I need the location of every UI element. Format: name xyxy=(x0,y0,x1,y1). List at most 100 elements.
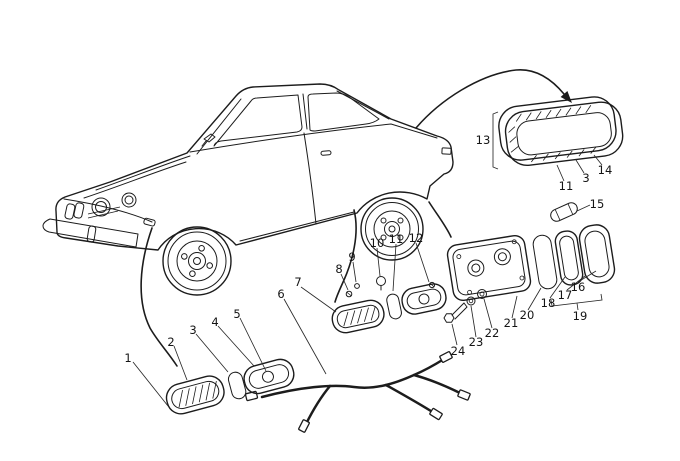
callout-11-label: 11 xyxy=(389,232,404,246)
sill-line xyxy=(239,211,355,242)
rear-lamp-gasket xyxy=(532,234,558,290)
callout-22-label: 22 xyxy=(485,326,500,340)
callout-15-label: 15 xyxy=(590,197,605,211)
callout-16-label: 16 xyxy=(571,280,586,294)
rear-lens-stack xyxy=(498,96,624,167)
harness-connector-bottom xyxy=(298,419,310,433)
rear-lug-1 xyxy=(397,234,404,241)
front-lug-4 xyxy=(198,245,205,252)
a-pillar-inner-line xyxy=(196,98,242,155)
callout-21-label: 21 xyxy=(504,316,519,330)
bulb-holder-right-inner xyxy=(497,252,507,262)
headlight-right-inner xyxy=(124,195,134,205)
mounting-bolt-shaft xyxy=(451,302,468,320)
reflector-inner xyxy=(559,235,579,281)
callout-19-label: 19 xyxy=(573,309,588,323)
callout-13-label: 13 xyxy=(476,133,491,147)
base-plate-outer xyxy=(446,234,532,302)
front-indicator-lamp-on-car xyxy=(143,217,156,227)
bulb-holder-right-outer xyxy=(493,248,511,266)
harness-branch-right xyxy=(412,373,464,396)
callout-6-label: 6 xyxy=(277,287,284,301)
festoon-bulb-body xyxy=(550,202,578,222)
washer-small-outer xyxy=(466,296,476,306)
side-lamp-housing xyxy=(401,283,447,315)
car-body-outline xyxy=(55,83,454,251)
callout-5-label: 5 xyxy=(233,307,240,321)
festoon-bulb-caps xyxy=(554,203,574,221)
rear-lens-bracket-13 xyxy=(492,111,499,170)
harness-branch-down-right xyxy=(384,383,436,415)
rear-lug-4 xyxy=(397,217,404,224)
side-lamp-screw-front-slot xyxy=(346,291,352,297)
side-lamp-screw-rear-slot xyxy=(429,282,435,288)
side-housing-outer xyxy=(401,283,447,315)
front-lamp-leaders xyxy=(132,317,267,407)
callout-9-label: 9 xyxy=(348,250,355,264)
front-gasket-outline xyxy=(227,371,247,400)
rear-window-line xyxy=(336,90,390,120)
rear-lens-exploded xyxy=(492,96,624,212)
front-lens-outer xyxy=(165,375,225,415)
bulb-holder-left-inner xyxy=(471,263,481,273)
front-lens-hatch xyxy=(178,380,217,408)
plate-hole-1 xyxy=(456,254,462,259)
side-gasket-outline xyxy=(386,293,402,320)
cable-rear-lens xyxy=(415,69,565,129)
side-lamp-leaders xyxy=(283,242,430,375)
front-hub-center xyxy=(193,257,201,265)
plate-hole-4 xyxy=(519,275,525,281)
harness-branch-down-left xyxy=(304,384,332,426)
front-hub xyxy=(188,252,206,270)
side-housing-inner xyxy=(406,288,442,310)
callout-2-label: 2 xyxy=(167,335,174,349)
side-lamp-screw-rear xyxy=(428,281,436,289)
rear-wheel xyxy=(360,197,424,261)
rear-tire-inner xyxy=(365,202,419,256)
callout-23-label: 23 xyxy=(469,335,484,349)
front-housing-inner xyxy=(248,364,290,389)
front-housing-outer xyxy=(243,358,295,395)
front-lamp-bulb xyxy=(261,370,274,383)
callout-8-label: 8 xyxy=(335,262,342,276)
beltline xyxy=(189,123,438,153)
callout-4-label: 4 xyxy=(211,315,218,329)
side-lamp-bulb xyxy=(376,276,386,286)
callout-10-label: 10 xyxy=(370,236,385,250)
rear-lens-leaders xyxy=(556,154,603,212)
front-rim xyxy=(176,240,218,282)
car-illustration xyxy=(42,83,454,296)
rear-lens-inner xyxy=(516,112,612,156)
callout-11b-label: 11 xyxy=(559,179,574,193)
headlight-right-outer xyxy=(121,192,137,208)
grille-slats xyxy=(87,206,121,219)
side-lamp-exploded xyxy=(283,242,447,375)
front-lens-inner xyxy=(171,380,220,410)
kidney-grille-left xyxy=(64,203,76,220)
side-lamp-screw-front xyxy=(345,290,353,298)
callout-20-label: 20 xyxy=(520,308,535,322)
mounting-bolt-head xyxy=(443,313,455,323)
rear-lug-3 xyxy=(380,217,387,224)
callout-17-label: 17 xyxy=(558,288,573,302)
rear-lug-2 xyxy=(380,234,387,241)
kidney-grille-right xyxy=(73,202,85,219)
front-tire-inner xyxy=(167,231,227,291)
rear-quarter-window xyxy=(307,92,380,132)
front-fender-line xyxy=(63,198,153,223)
cable-rear-lamp xyxy=(428,201,452,238)
front-wheel xyxy=(162,226,232,296)
front-lamp-housing xyxy=(243,358,295,395)
bumper-overrider xyxy=(86,225,97,243)
callout-numbers: 1 2 3 4 5 6 7 8 9 10 11 12 13 11 3 14 15… xyxy=(124,133,612,365)
rear-lens-hatch xyxy=(508,105,597,163)
side-lens-outer xyxy=(331,299,385,334)
hood-crease-upper xyxy=(95,155,191,191)
rear-tire xyxy=(360,197,424,261)
side-lamp-lens xyxy=(331,299,385,334)
washer-small-inner xyxy=(468,298,474,304)
side-mirror xyxy=(201,133,216,147)
door-handle xyxy=(320,150,332,156)
